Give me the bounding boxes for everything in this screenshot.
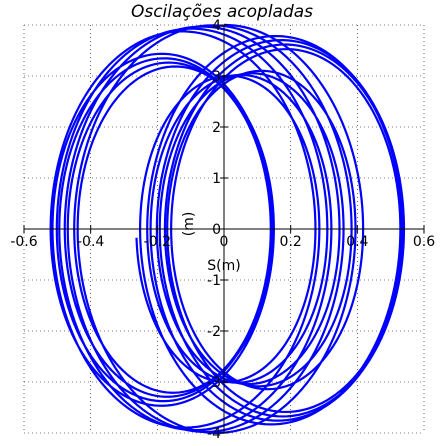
series-line: [49, 23, 406, 434]
y-tick-label: 4: [212, 18, 221, 34]
y-tick-label: 2: [212, 120, 221, 136]
y-tick-label: 0: [212, 222, 221, 238]
chart-title: Oscilações acopladas: [131, 2, 313, 22]
x-tick-label: 0: [220, 234, 229, 250]
x-tick-label: -0.6: [10, 234, 37, 250]
ticks: -0.6 -0.4 -0.2 0 0.2 0.4 0.6 -4 -3 -2 -1 0 1 2 3 4: [10, 18, 435, 442]
y-tick-label: -1: [207, 273, 221, 289]
x-tick-label: -0.4: [77, 234, 104, 250]
x-tick-label: 0.4: [346, 234, 368, 250]
x-tick-label: -0.2: [144, 234, 171, 250]
y-tick-label: -2: [207, 324, 221, 340]
x-axis-label: S(m): [207, 258, 240, 274]
y-tick-label: -3: [207, 375, 221, 391]
y-tick-label: -4: [207, 426, 221, 442]
plot-area: [49, 23, 406, 434]
y-tick-label: 1: [212, 171, 221, 187]
x-tick-label: 0.6: [413, 234, 435, 250]
x-tick-label: 0.2: [280, 234, 302, 250]
y-tick-label: 3: [212, 69, 221, 85]
y-axis-label: (m): [181, 212, 197, 237]
